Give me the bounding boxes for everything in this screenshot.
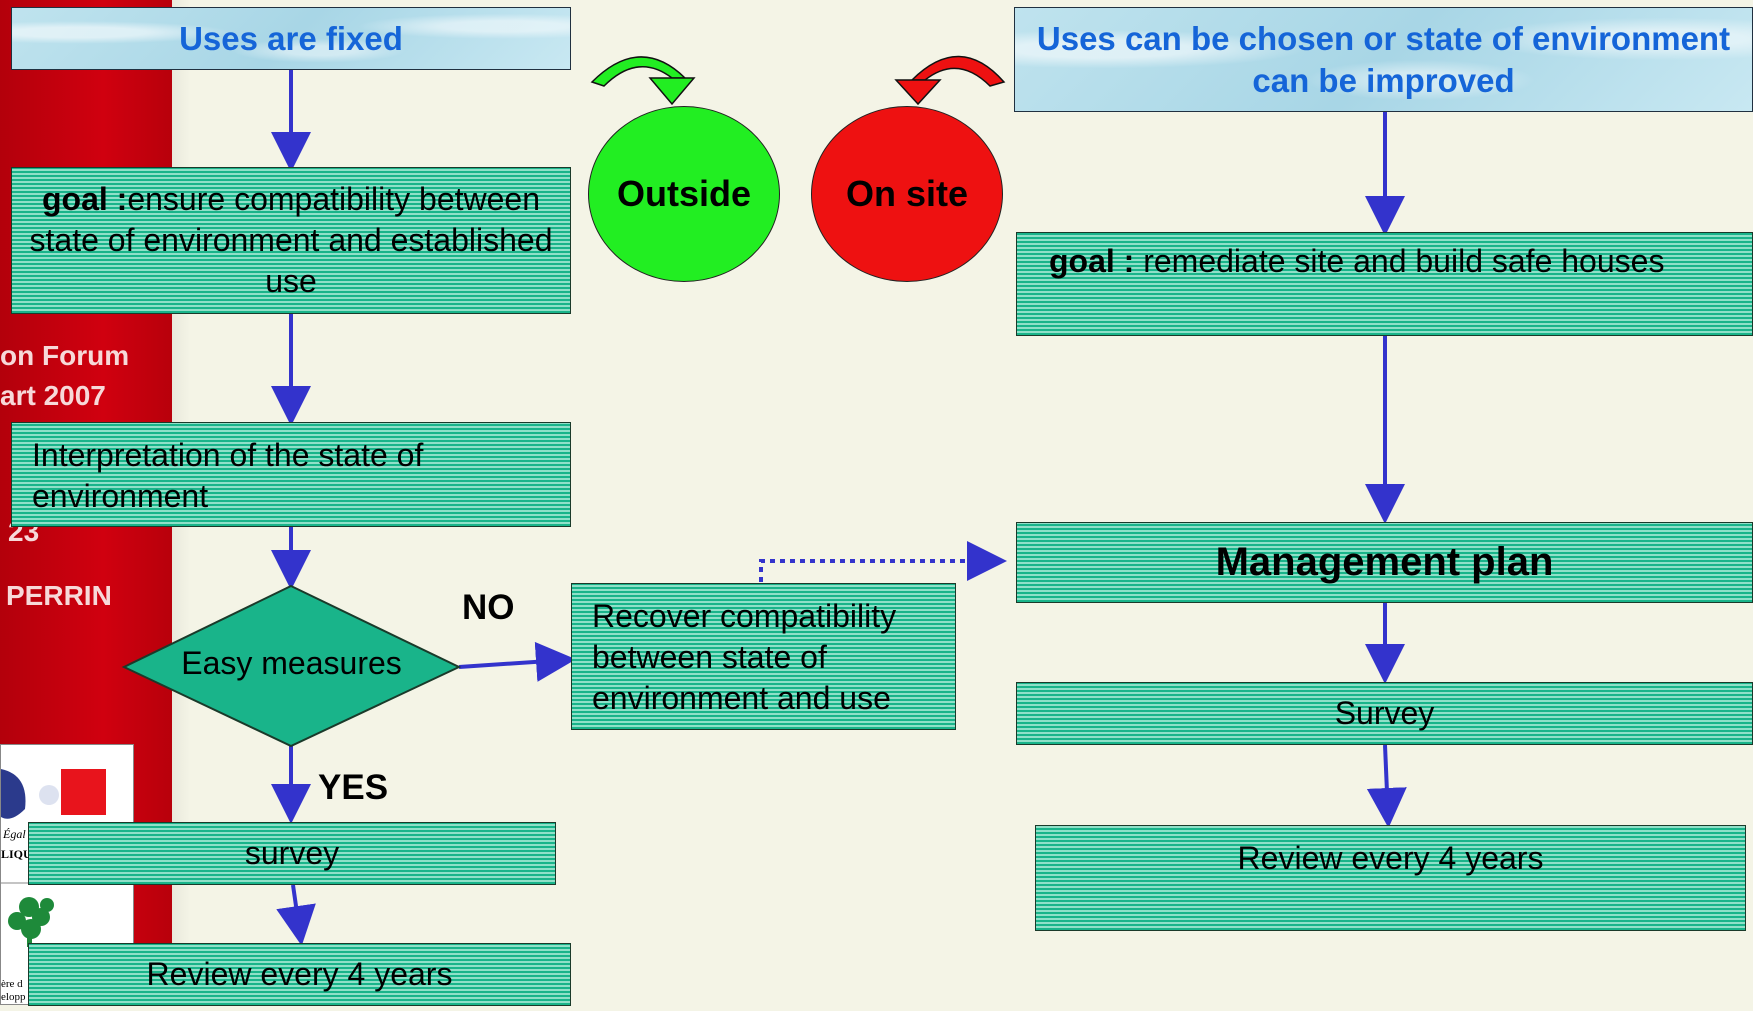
arrow-survey-to-review — [276, 884, 316, 946]
recover-box: Recover compatibility between state of e… — [571, 583, 956, 730]
decision-label: Easy measures — [181, 645, 402, 681]
outside-circle: Outside — [588, 106, 780, 282]
logo-text: LIQU — [1, 847, 32, 861]
marianne-logo-icon — [1, 769, 135, 947]
curved-arrow-green-head — [648, 77, 696, 106]
goal-label: goal : — [42, 181, 128, 217]
survey-box-right: Survey — [1016, 682, 1753, 745]
dotted-link-to-plan — [759, 541, 1007, 582]
header-uses-chosen: Uses can be chosen or state of environme… — [1014, 7, 1753, 112]
management-plan-box: Management plan — [1016, 522, 1753, 603]
goal-label: goal : — [1049, 243, 1135, 279]
arrow-decision-no — [458, 641, 576, 682]
sidebar-text-date: art 2007 — [0, 380, 106, 411]
no-label: NO — [462, 588, 515, 627]
survey-box-left: survey — [28, 822, 556, 885]
goal-text-left: goal :ensure compatibility between state… — [22, 179, 560, 302]
decision-diamond — [121, 584, 462, 748]
goal-description: ensure compatibility between state of en… — [29, 181, 553, 299]
goal-box-right: goal : remediate site and build safe hou… — [1016, 232, 1753, 336]
curved-arrow-red-head — [894, 79, 942, 106]
goal-box-left: goal :ensure compatibility between state… — [11, 167, 571, 314]
interpretation-box: Interpretation of the state of environme… — [11, 422, 571, 527]
sidebar-text-author: PERRIN — [6, 580, 112, 611]
logo-text: Égal — [3, 827, 26, 841]
header-uses-fixed: Uses are fixed — [11, 7, 571, 70]
arrow-survey-to-review-right — [1366, 744, 1407, 828]
sidebar-text-forum: on Forum — [0, 340, 130, 371]
logo-text: elopp — [1, 991, 26, 1003]
logo-text: ère d — [1, 978, 23, 990]
on-site-circle: On site — [811, 106, 1003, 282]
review-box-left: Review every 4 years — [28, 943, 571, 1006]
yes-label: YES — [318, 768, 389, 807]
review-box-right: Review every 4 years — [1035, 825, 1746, 931]
goal-description: remediate site and build safe houses — [1134, 243, 1665, 279]
